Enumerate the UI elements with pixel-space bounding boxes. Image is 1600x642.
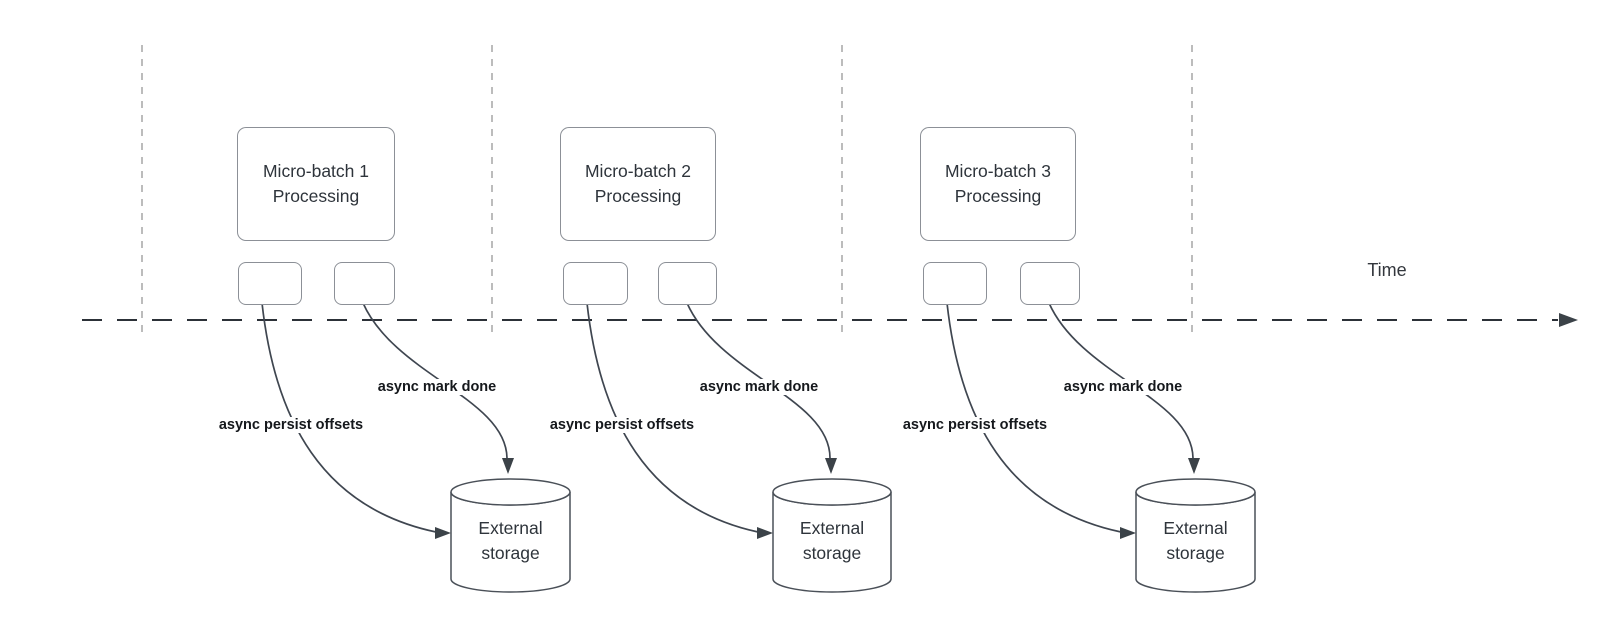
external-storage-cylinder-1: [450, 478, 571, 593]
cylinder-top-3: [1135, 478, 1256, 506]
micro-batch-title-line1: Micro-batch 1: [262, 160, 369, 181]
external-storage-label-line2: storage: [802, 543, 862, 563]
micro-batch-title-line2: Processing: [954, 186, 1042, 206]
micro-batch-box-1: Micro-batch 1 Processing: [237, 127, 395, 241]
async-task-box-3b: [1020, 262, 1080, 305]
async-task-box-3a: [923, 262, 987, 305]
external-storage-label-line2: storage: [481, 543, 540, 563]
async-task-box-2b: [658, 262, 717, 305]
external-storage-label-1: External storage: [451, 496, 570, 586]
external-storage-cylinder-3: [1135, 478, 1256, 593]
async-task-box-1b: [334, 262, 395, 305]
mark-done-label-2: async mark done: [696, 379, 822, 395]
micro-batch-title-line1: Micro-batch 3: [944, 160, 1051, 181]
persist-offsets-label-3: async persist offsets: [899, 417, 1051, 433]
persist-offsets-connector-1: [261, 302, 437, 533]
time-axis-label: Time: [1367, 260, 1407, 280]
external-storage-label-line1: External: [799, 517, 865, 538]
mark-done-arrowhead-1: [502, 458, 514, 474]
cylinder-top-1: [450, 478, 571, 506]
micro-batch-title-line2: Processing: [272, 186, 360, 206]
external-storage-label-2: External storage: [773, 496, 891, 586]
persist-offsets-arrowhead-2: [757, 527, 773, 539]
persist-offsets-arrowhead-3: [1120, 527, 1136, 539]
external-storage-label-line1: External: [478, 517, 543, 538]
external-storage-label-line2: storage: [1166, 543, 1225, 563]
persist-offsets-label-2: async persist offsets: [546, 417, 698, 433]
external-storage-cylinder-2: [772, 478, 892, 593]
mark-done-arrowhead-2: [825, 458, 837, 474]
async-task-box-1a: [238, 262, 302, 305]
persist-offsets-connector-2: [586, 302, 759, 533]
micro-batch-title-line2: Processing: [594, 186, 682, 206]
mark-done-label-1: async mark done: [374, 379, 500, 395]
time-axis-arrowhead: [1559, 313, 1578, 327]
external-storage-label-line1: External: [1163, 517, 1228, 538]
mark-done-arrowhead-3: [1188, 458, 1200, 474]
persist-offsets-label-1: async persist offsets: [215, 417, 367, 433]
mark-done-label-3: async mark done: [1060, 379, 1186, 395]
cylinder-top-2: [772, 478, 892, 506]
async-task-box-2a: [563, 262, 628, 305]
external-storage-label-3: External storage: [1136, 496, 1255, 586]
micro-batch-title-line1: Micro-batch 2: [584, 160, 691, 181]
micro-batch-box-2: Micro-batch 2 Processing: [560, 127, 716, 241]
micro-batch-box-3: Micro-batch 3 Processing: [920, 127, 1076, 241]
persist-offsets-connector-3: [946, 302, 1122, 533]
persist-offsets-arrowhead-1: [435, 527, 451, 539]
